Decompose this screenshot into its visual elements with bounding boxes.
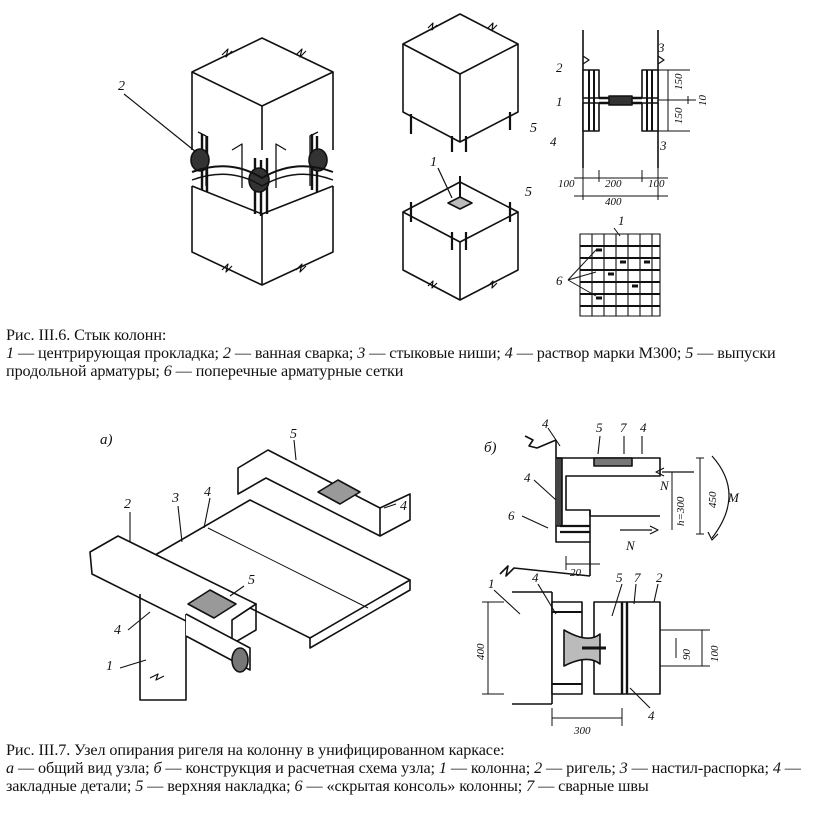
label-2-a: 2 <box>124 497 131 512</box>
caption-title: Рис. III.7. Узел опирания ригеля на коло… <box>6 741 505 759</box>
label-4-b-right: 4 <box>640 420 647 435</box>
label-5-a-bottom: 5 <box>248 573 255 588</box>
caption-item: 7 — сварные швы <box>526 777 649 795</box>
label-5-plan: 5 <box>616 570 623 585</box>
caption-item: 5 — верхняя накладка; <box>135 777 295 795</box>
dim-100-right: 100 <box>648 178 665 190</box>
label-4-b-left: 4 <box>524 470 531 485</box>
label-4-a-right: 4 <box>400 499 407 514</box>
label-5-bottom: 5 <box>525 185 532 200</box>
label-6: 6 <box>556 273 563 288</box>
leader-line <box>123 93 197 153</box>
transverse-mesh-plan <box>579 233 661 317</box>
label-1-mesh: 1 <box>618 213 625 228</box>
caption-item: а — общий вид узла; <box>6 759 154 777</box>
column-joint-isometric <box>190 37 334 286</box>
force-N-top: N <box>659 478 670 493</box>
node-section-plan <box>512 591 661 705</box>
label-3-bottom: 3 <box>659 138 667 153</box>
figure-column-joint: 2 5 1 5 3 3 2 1 4 150 150 10 <box>118 13 709 317</box>
caption-item: 6 — поперечные арматурные сетки <box>163 362 404 380</box>
label-4-a-top: 4 <box>204 485 211 500</box>
subfig-a-label: а) <box>100 432 113 448</box>
caption-item: 4 — закладные детали; <box>6 759 801 795</box>
force-N-bottom: N <box>625 538 636 553</box>
upper-column-exploded <box>402 13 519 152</box>
label-1-plan: 1 <box>488 576 495 591</box>
dim-h300: h=300 <box>675 496 687 526</box>
dim-400: 400 <box>605 196 622 208</box>
label-6-b: 6 <box>508 508 515 523</box>
label-2: 2 <box>118 79 125 94</box>
caption-item: б — конструкция и расчетная схема узла; <box>153 759 439 777</box>
caption-item: 5 — выпуски продольной арматуры; <box>6 344 776 380</box>
dim-400-plan: 400 <box>475 643 487 660</box>
caption-item: 6 — «скрытая консоль» колонны; <box>294 777 527 795</box>
label-3-a: 3 <box>171 491 179 506</box>
caption-item: 1 — колонна; <box>438 759 535 777</box>
caption-item: 4 — раствор марки М300; <box>504 344 686 362</box>
label-2-section: 2 <box>556 60 563 75</box>
figure-beam-support: а) 2 3 4 5 4 5 4 1 б) <box>89 416 740 736</box>
node-general-view <box>89 449 411 701</box>
label-4-a-bottom: 4 <box>114 623 121 638</box>
dim-10: 10 <box>697 95 709 107</box>
label-7-b: 7 <box>620 420 627 435</box>
label-3-top: 3 <box>657 40 665 55</box>
caption-item: 3 — стыковые ниши; <box>357 344 505 362</box>
dim-100-plan: 100 <box>709 645 721 662</box>
label-2-plan: 2 <box>656 570 663 585</box>
label-5-b: 5 <box>596 420 603 435</box>
node-section-elevation <box>499 435 661 577</box>
label-4-plan-bottom: 4 <box>648 708 655 723</box>
moment-M: M <box>727 490 740 505</box>
label-4-section: 4 <box>550 134 557 149</box>
caption-item: 2 — ванная сварка; <box>222 344 358 362</box>
caption-item: 1 — центрирующая прокладка; <box>6 344 223 362</box>
label-4-plan-top: 4 <box>532 570 539 585</box>
dim-90: 90 <box>681 649 693 661</box>
figure-caption: Рис. III.7. Узел опирания ригеля на коло… <box>6 741 830 795</box>
label-7-plan: 7 <box>634 570 641 585</box>
dim-200: 200 <box>605 178 622 190</box>
lower-column-exploded <box>402 176 519 301</box>
dim-450: 450 <box>707 491 719 508</box>
dim-20: 20 <box>570 567 582 579</box>
joint-section-elevation <box>582 30 696 168</box>
dim-300-plan: 300 <box>573 725 591 736</box>
dim-150-bottom: 150 <box>673 107 685 124</box>
subfig-b-label: б) <box>484 440 497 456</box>
label-5-a-top: 5 <box>290 427 297 442</box>
label-4-b-top: 4 <box>542 416 549 431</box>
caption-item: 2 — ригель; <box>534 759 620 777</box>
caption-title: Рис. III.6. Стык колонн: <box>6 326 167 344</box>
dim-150-top: 150 <box>673 73 685 90</box>
figure-caption: Рис. III.6. Стык колонн: 1 — центрирующа… <box>6 326 830 380</box>
label-1-section: 1 <box>556 94 563 109</box>
label-1-a: 1 <box>106 659 113 674</box>
label-5-top: 5 <box>530 121 537 136</box>
caption-item: 3 — настил-распорка; <box>619 759 773 777</box>
dim-100-left: 100 <box>558 178 575 190</box>
label-1: 1 <box>430 155 437 170</box>
